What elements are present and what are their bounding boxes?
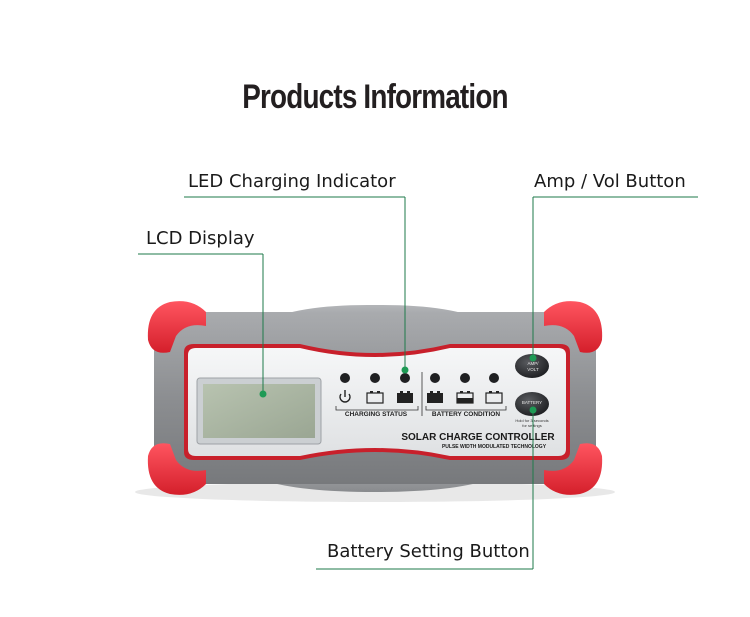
led-1 [340,373,350,383]
charging-status-bracket [335,406,419,411]
amp-callout-dot [529,354,537,362]
led-4 [430,373,440,383]
battery-setting-button[interactable] [515,392,549,416]
battery-callout-dot [529,406,537,414]
hold-note-line-1: Hold for 3 seconds [515,418,548,423]
battery-button-label: BATTERY [522,400,542,405]
callout-battery-setting-button: Battery Setting Button [327,541,530,562]
brand-line: SOLAR CHARGE CONTROLLER [401,432,555,443]
battery-empty-icon [366,391,384,404]
bumper-bottom-right [544,443,603,495]
power-icon [339,390,351,403]
callout-led-charging-indicator: LED Charging Indicator [188,171,396,192]
led-3 [400,373,410,383]
charging-status-label: CHARGING STATUS [345,411,408,418]
lcd-callout-dot [259,390,267,398]
bumper-bottom-left [147,443,206,495]
callout-dots [259,354,537,414]
callout-lcd-display: LCD Display [146,228,255,249]
battery-condition-half-icon [456,391,474,404]
battery-condition-label: BATTERY CONDITION [432,411,500,418]
battery-condition-full-icon [427,391,443,403]
tech-line: PULSE WIDTH MODULATED TECHNOLOGY [442,444,547,450]
led-2 [370,373,380,383]
callout-lines [138,196,698,570]
amp-volt-button-label-2: VOLT [527,367,539,372]
led-5 [460,373,470,383]
led-callout-dot [401,366,409,374]
bumper-top-right [544,301,603,353]
battery-full-icon [397,391,413,403]
bumper-top-left [147,301,206,353]
amp-volt-button-label-1: AMP/ [527,361,539,366]
battery-condition-bracket [425,406,507,411]
led-6 [489,373,499,383]
amp-volt-button[interactable] [515,354,549,378]
lcd-screen [203,384,315,438]
battery-condition-low-icon [485,391,503,404]
callout-amp-vol-button: Amp / Vol Button [534,171,686,192]
page-title: Products Information [242,78,508,116]
hold-note-line-2: for settings [522,423,542,428]
